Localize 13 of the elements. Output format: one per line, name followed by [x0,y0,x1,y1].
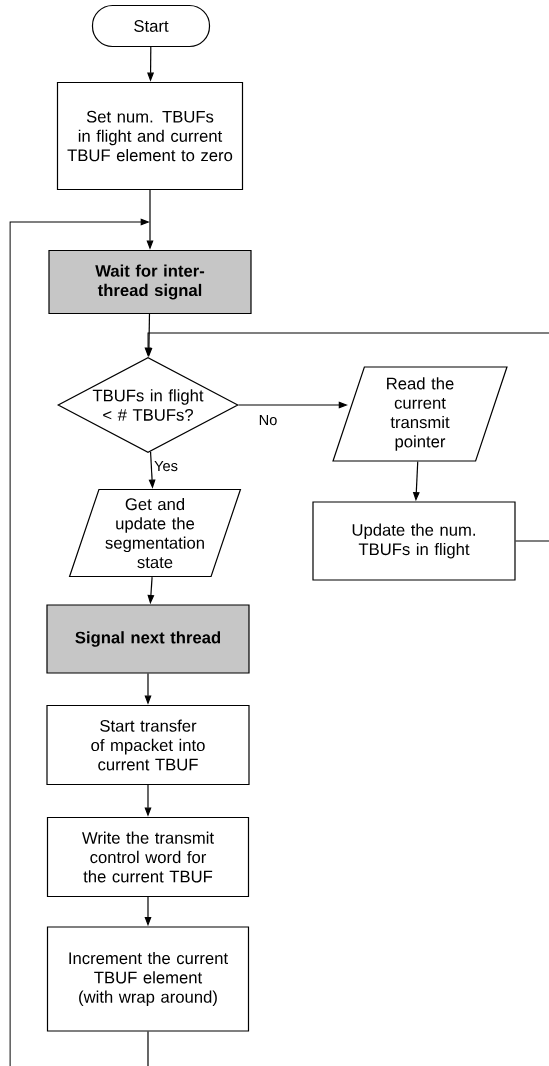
edge-label: No [257,413,279,427]
process-box: Update the num. TBUFs in flight [312,501,516,581]
input-output-box: Read the current transmit pointer [332,366,508,462]
shaded-process-box: Signal next thread [46,604,250,674]
process-box: Start transfer of mpacket into current TBUF [46,704,250,786]
terminator-box: Start [91,4,211,48]
process-box: Increment the current TBUF element (with wrap around) [46,926,250,1032]
arrow [144,332,549,542]
process-box: Write the transmit control word for the current TBUF [46,816,250,898]
process-box: Set num. TBUFs in flight and current TBUF element to zero [56,81,244,191]
edge-label: Yes [152,459,180,473]
input-output-box: Get and update the segmentation state [68,488,242,578]
shaded-process-box: Wait for inter-thread signal [48,249,252,315]
